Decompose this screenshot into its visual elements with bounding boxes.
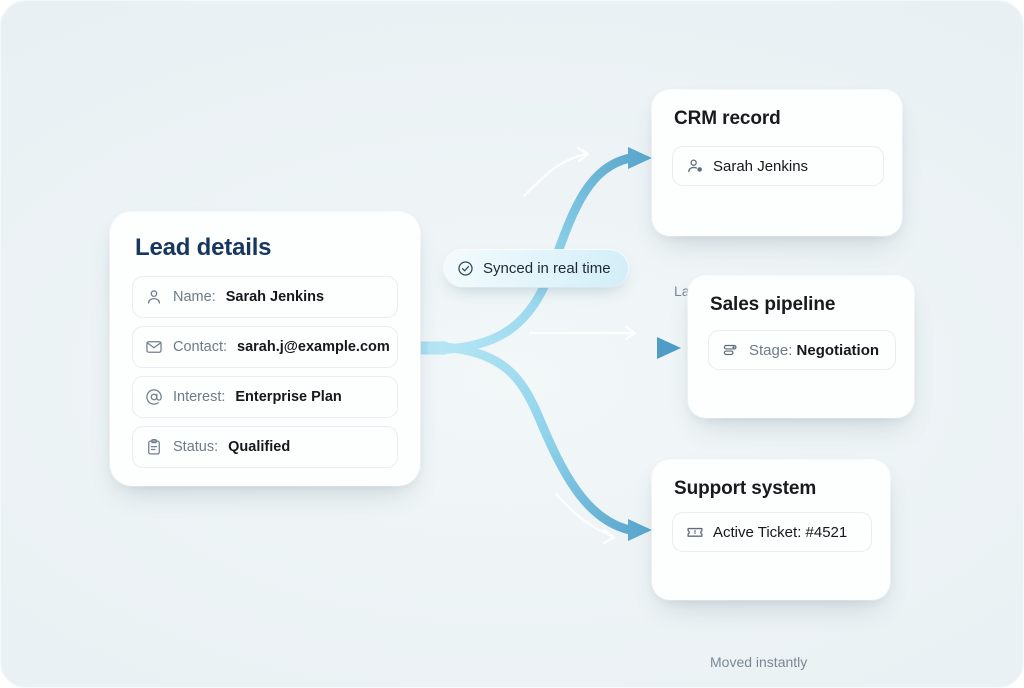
user-icon bbox=[147, 290, 161, 304]
crm-record-chip[interactable]: Sarah Jenkins bbox=[672, 146, 884, 186]
synced-badge-label: Synced in real time bbox=[483, 260, 611, 277]
sales-pipeline-chip-text: Stage: Negotiation bbox=[749, 342, 879, 359]
support-system-chip[interactable]: Active Ticket: #4521 bbox=[672, 512, 872, 552]
lead-row-name[interactable]: Name: Sarah Jenkins bbox=[132, 276, 398, 318]
support-system-card: Support system Active Ticket: #4521 Cont… bbox=[652, 460, 890, 600]
synced-badge: Synced in real time bbox=[444, 250, 628, 287]
lead-row-contact-value: sarah.j@example.com bbox=[237, 339, 390, 355]
lead-row-status[interactable]: Status: Qualified bbox=[132, 426, 398, 468]
check-circle-icon bbox=[458, 261, 473, 276]
support-system-chip-value: Active Ticket: #4521 bbox=[713, 523, 848, 541]
lead-details-title: Lead details bbox=[135, 234, 272, 261]
sales-pipeline-chip-label: Stage: bbox=[749, 341, 793, 359]
lead-row-status-label: Status: bbox=[173, 439, 219, 455]
lead-row-status-value: Qualified bbox=[228, 439, 291, 455]
crm-record-chip-value: Sarah Jenkins bbox=[713, 157, 809, 175]
lead-details-rows: Name: Sarah Jenkins Contact: sarah.j@exa… bbox=[132, 276, 398, 468]
lead-row-interest[interactable]: Interest: Enterprise Plan bbox=[132, 376, 398, 418]
sales-pipeline-title: Sales pipeline bbox=[710, 294, 836, 315]
lead-row-contact[interactable]: Contact: sarah.j@example.com bbox=[132, 326, 398, 368]
lead-details-card: Lead details Name: Sarah Jenkins Contact… bbox=[110, 212, 420, 486]
ticket-icon bbox=[687, 527, 703, 537]
support-system-title: Support system bbox=[674, 478, 817, 499]
sales-pipeline-chip-value: Negotiation bbox=[796, 341, 880, 359]
at-sign-icon bbox=[146, 389, 162, 405]
lead-row-interest-value: Enterprise Plan bbox=[235, 389, 342, 405]
sales-pipeline-chip[interactable]: Stage: Negotiation bbox=[708, 330, 896, 370]
user-badge-icon bbox=[688, 159, 702, 173]
lead-row-contact-label: Contact: bbox=[173, 339, 227, 355]
clipboard-icon bbox=[148, 439, 160, 455]
crm-record-card: CRM record Sarah Jenkins Last updated: J… bbox=[652, 90, 902, 299]
kanban-bars-icon bbox=[723, 344, 737, 356]
lead-row-name-label: Name: bbox=[173, 289, 216, 305]
lead-row-name-value: Sarah Jenkins bbox=[225, 289, 325, 305]
lead-row-interest-label: Interest: bbox=[173, 389, 226, 405]
sales-pipeline-caption: Moved instantly bbox=[710, 654, 808, 670]
mail-icon bbox=[146, 341, 162, 353]
sales-pipeline-card: Sales pipeline Stage: Negotiation Moved … bbox=[688, 276, 914, 670]
crm-record-title: CRM record bbox=[674, 108, 781, 129]
